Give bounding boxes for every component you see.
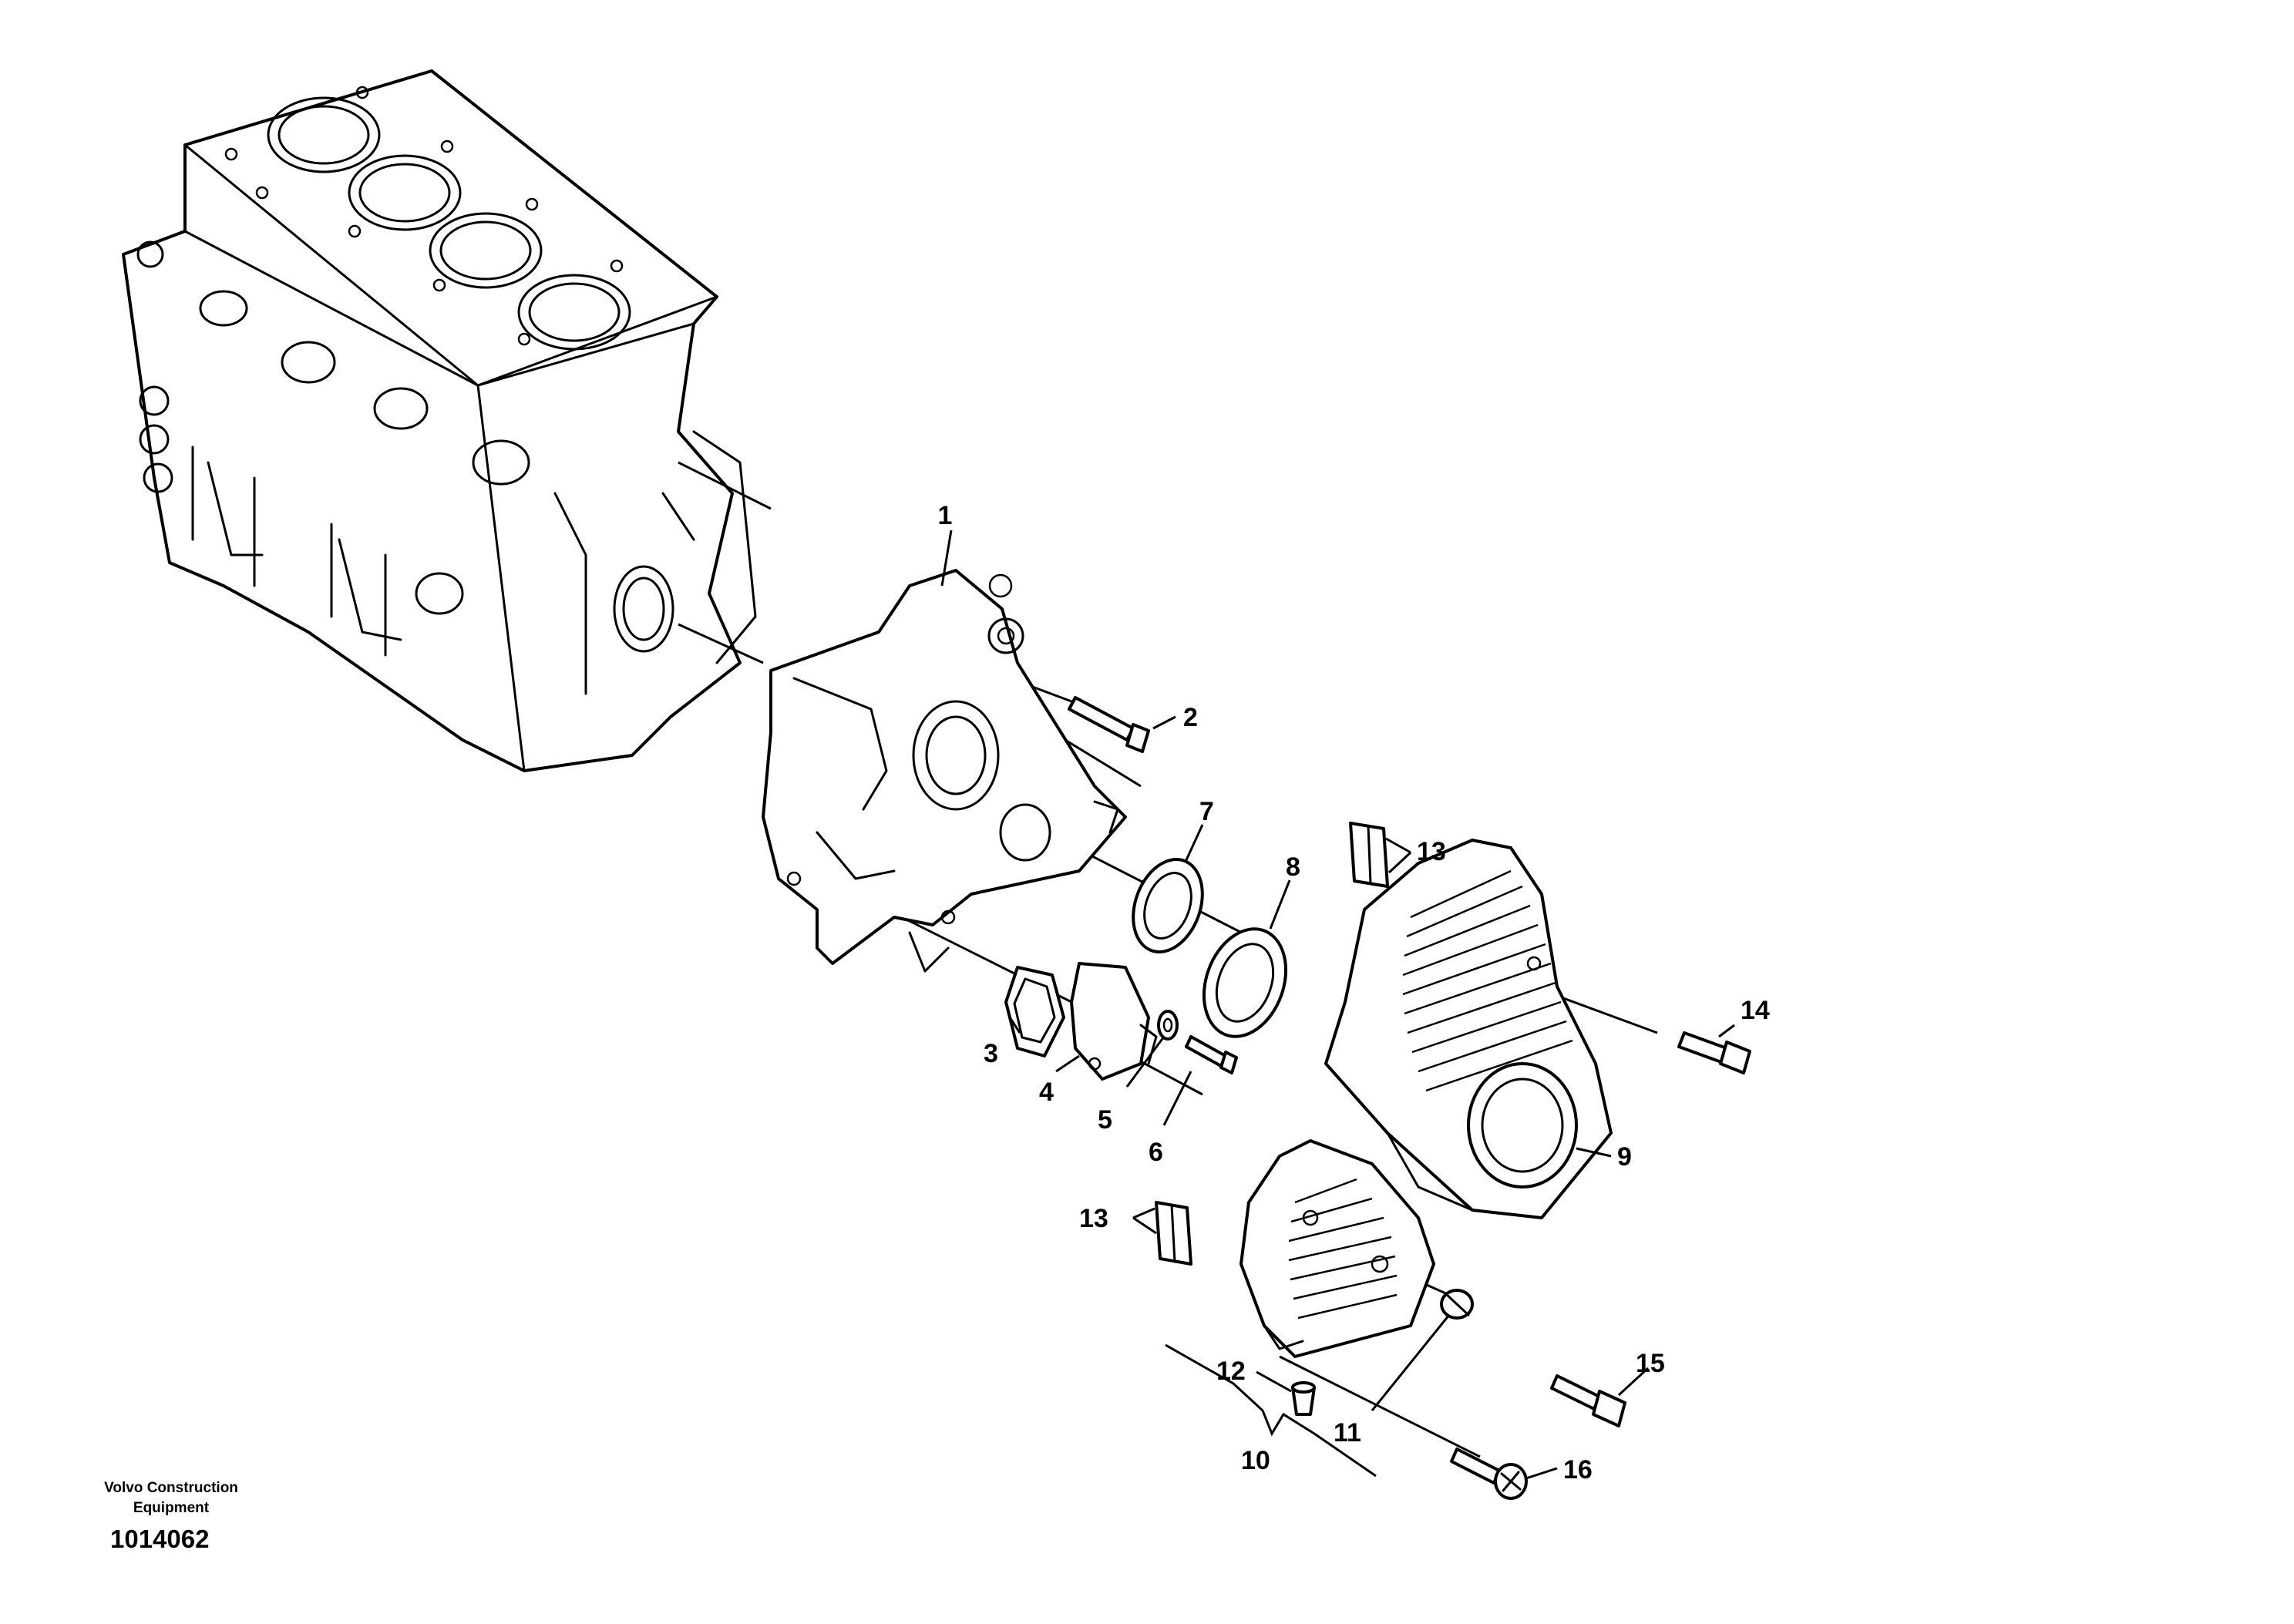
callout-8: 8: [1286, 852, 1300, 882]
leader-lines: [940, 530, 1735, 1480]
publisher-line-1: Volvo Construction: [104, 1480, 238, 1496]
callout-14: 14: [1741, 996, 1770, 1025]
publisher-line-2: Equipment: [133, 1500, 210, 1516]
seal-ring-part-8: [1202, 927, 1288, 1038]
washer-part-5: [1157, 1010, 1179, 1041]
callout-7: 7: [1199, 797, 1214, 826]
callout-13-upper: 13: [1417, 837, 1446, 866]
rubber-stop-part-12: [1291, 1381, 1316, 1416]
plug-part-11: [1440, 1289, 1474, 1320]
callout-13-lower: 13: [1079, 1204, 1108, 1233]
bolt-part-16: [1450, 1447, 1528, 1500]
timing-gear-housing: [762, 569, 1127, 973]
lower-timing-cover-part-10: [1240, 1139, 1435, 1358]
callout-11: 11: [1334, 1418, 1361, 1447]
callout-numbers: 1 2 7 8 13 14 3 4 5 6 9 13 12 11 15 10 1…: [938, 501, 1770, 1484]
callout-12: 12: [1216, 1357, 1246, 1386]
callout-3: 3: [984, 1039, 998, 1068]
bolt-part-15: [1550, 1374, 1626, 1427]
illustration-number: 1014062: [110, 1525, 209, 1553]
callout-2: 2: [1183, 703, 1198, 732]
callout-10: 10: [1241, 1446, 1270, 1475]
group-bracket-10: [1165, 1343, 1377, 1478]
footer: Volvo Construction Equipment 1014062: [104, 1480, 238, 1553]
clip-part-13-upper: [1349, 822, 1389, 888]
gasket-part-3: [1004, 966, 1065, 1057]
callout-16: 16: [1563, 1455, 1593, 1484]
screw-part-6: [1185, 1035, 1238, 1074]
bolt-part-14: [1677, 1031, 1751, 1074]
callout-5: 5: [1098, 1105, 1112, 1135]
bolt-part-2: [1068, 696, 1150, 753]
cover-plate-part-4: [1070, 962, 1158, 1081]
clip-part-13-lower: [1155, 1201, 1192, 1266]
upper-timing-cover-part-9: [1324, 839, 1613, 1219]
seal-part-7: [1132, 857, 1204, 954]
callout-1: 1: [938, 501, 953, 530]
callout-4: 4: [1039, 1078, 1054, 1107]
callout-9: 9: [1617, 1142, 1632, 1172]
engine-block: [122, 69, 757, 772]
callout-6: 6: [1149, 1138, 1163, 1167]
callout-15: 15: [1636, 1349, 1665, 1378]
